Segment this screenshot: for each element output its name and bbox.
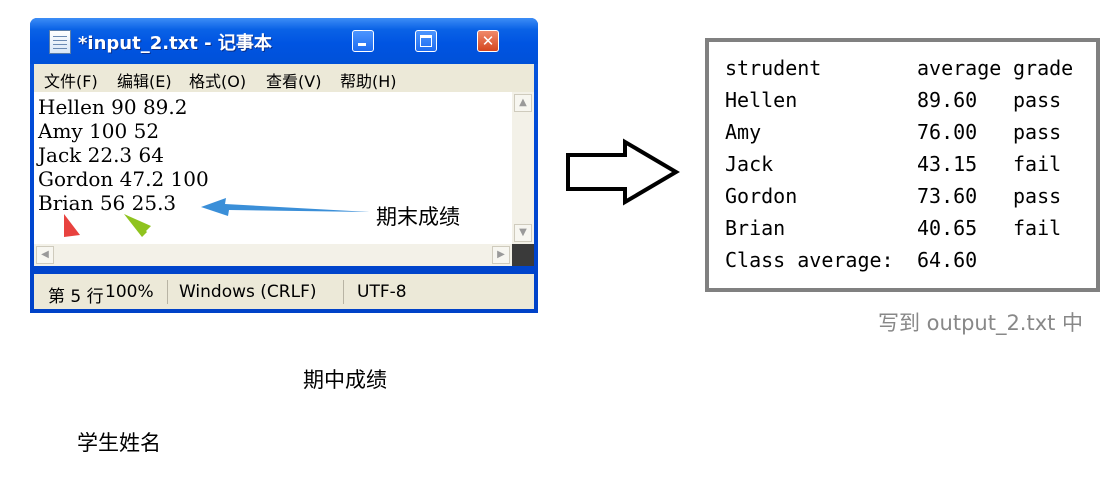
row-grade: pass <box>1013 88 1062 112</box>
row-name: Jack <box>725 152 774 176</box>
final-score-label: 期末成绩 <box>376 205 460 229</box>
notepad-window: *input_2.txt - 记事本 ✕ 文件(F) 编辑(E) 格式(O) 查… <box>30 18 538 313</box>
window-title: *input_2.txt - 记事本 <box>78 33 272 54</box>
class-average-label: Class average: <box>725 248 894 272</box>
row-name: Hellen <box>725 88 798 112</box>
status-position: 第 5 行 <box>48 287 104 307</box>
header-average: average <box>917 56 1002 80</box>
status-bar: 第 5 行 100% Windows (CRLF) UTF-8 <box>34 274 534 309</box>
status-separator <box>167 280 168 304</box>
row-grade: fail <box>1013 152 1062 176</box>
maximize-icon <box>420 35 432 47</box>
midterm-score-arrow <box>124 214 287 372</box>
final-score-arrow <box>201 198 370 216</box>
horizontal-scrollbar[interactable]: ◀ ▶ <box>34 244 512 266</box>
student-name-arrow <box>64 214 93 413</box>
editor-line: Brian 56 25.3 <box>38 191 177 215</box>
class-average-value: 64.60 <box>917 248 978 272</box>
menu-help[interactable]: 帮助(H) <box>340 72 397 91</box>
row-name: Gordon <box>725 184 798 208</box>
scroll-up-icon[interactable]: ▲ <box>514 94 532 112</box>
scroll-down-icon[interactable]: ▼ <box>514 224 532 242</box>
header-student: strudent <box>725 56 822 80</box>
row-average: 76.00 <box>917 120 978 144</box>
editor-line: Amy 100 52 <box>38 119 160 143</box>
right-arrow-icon <box>566 138 680 206</box>
scroll-right-icon[interactable]: ▶ <box>492 246 510 264</box>
output-panel: strudent average grade Hellen 89.60 pass… <box>705 38 1100 292</box>
editor-line: Jack 22.3 64 <box>38 143 164 167</box>
row-average: 43.15 <box>917 152 978 176</box>
maximize-button[interactable] <box>415 30 437 52</box>
menu-bar: 文件(F) 编辑(E) 格式(O) 查看(V) 帮助(H) <box>34 64 534 92</box>
student-name-label: 学生姓名 <box>77 431 161 455</box>
close-icon: ✕ <box>481 32 495 50</box>
row-average: 40.65 <box>917 216 978 240</box>
status-separator <box>343 280 344 304</box>
vertical-scrollbar[interactable]: ▲ ▼ <box>512 92 534 244</box>
row-grade: fail <box>1013 216 1062 240</box>
header-grade: grade <box>1013 56 1074 80</box>
row-name: Amy <box>725 120 762 144</box>
editor-line: Gordon 47.2 100 <box>38 167 209 191</box>
scroll-left-icon[interactable]: ◀ <box>36 246 54 264</box>
status-zoom: 100% <box>105 282 154 302</box>
editor-line: Hellen 90 89.2 <box>38 95 188 119</box>
midterm-score-label: 期中成绩 <box>303 368 387 392</box>
title-bar[interactable]: *input_2.txt - 记事本 ✕ <box>30 18 538 64</box>
row-name: Brian <box>725 216 786 240</box>
row-grade: pass <box>1013 184 1062 208</box>
menu-edit[interactable]: 编辑(E) <box>117 72 172 91</box>
status-encoding: UTF-8 <box>357 282 407 302</box>
row-average: 73.60 <box>917 184 978 208</box>
row-grade: pass <box>1013 120 1062 144</box>
text-editor[interactable]: Hellen 90 89.2 Amy 100 52 Jack 22.3 64 G… <box>34 92 512 244</box>
output-caption: 写到 output_2.txt 中 <box>878 311 1084 335</box>
scrollbar-corner <box>512 244 534 266</box>
menu-file[interactable]: 文件(F) <box>44 72 98 91</box>
menu-view[interactable]: 查看(V) <box>266 72 322 91</box>
notepad-icon <box>49 30 71 54</box>
minimize-button[interactable] <box>352 30 374 52</box>
row-average: 89.60 <box>917 88 978 112</box>
menu-format[interactable]: 格式(O) <box>189 72 247 91</box>
minimize-icon <box>358 43 366 46</box>
status-line-ending: Windows (CRLF) <box>179 282 317 302</box>
close-button[interactable]: ✕ <box>477 30 499 52</box>
